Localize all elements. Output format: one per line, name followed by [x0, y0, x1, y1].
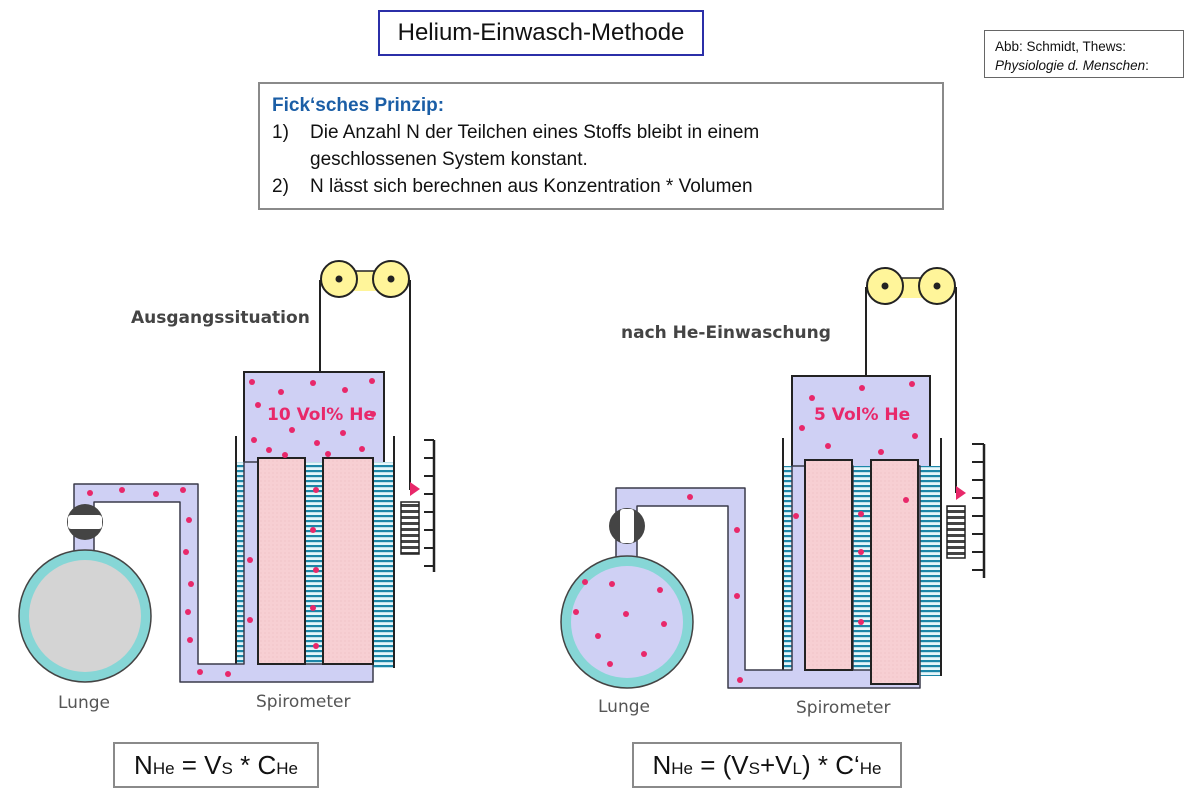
right-pulley-system [865, 267, 957, 493]
page-title: Helium-Einwasch-Methode [378, 10, 704, 56]
formula-subscript: S [748, 759, 760, 778]
left-pulley-1-axle [335, 275, 343, 283]
left-scale-pointer [410, 482, 420, 496]
right-concentration-label: 5 Vol% He [814, 405, 910, 425]
right-inner-cylinder-1 [804, 459, 853, 671]
left-concentration-label: 10 Vol% He [267, 405, 375, 425]
formula-symbol: N [652, 749, 672, 780]
fick-item-text: geschlossenen System konstant. [310, 149, 588, 170]
formula-symbol: = V [174, 749, 222, 780]
right-helium-particles [573, 381, 918, 683]
right-lung-label: Lunge [598, 697, 650, 717]
source-book-title: Physiologie d. Menschen [995, 58, 1146, 73]
right-spirometer-label: Spirometer [796, 698, 890, 718]
right-heading: nach He-Einwaschung [621, 323, 831, 343]
left-valve-open-bar [68, 515, 102, 529]
right-pulley-1-axle [881, 282, 889, 290]
fick-item-2: 2) N lässt sich berechnen aus Konzentrat… [272, 173, 930, 200]
left-scale [400, 439, 436, 572]
left-inner-cylinder-1-front [257, 457, 306, 665]
source-citation: Abb: Schmidt, Thews: Physiologie d. Mens… [984, 30, 1184, 78]
right-pulley-2-axle [933, 282, 941, 290]
right-counterweight [946, 505, 966, 559]
left-inner-cylinder-2-front [322, 457, 374, 665]
formula-symbol: * C [232, 749, 277, 780]
fick-item-text: N lässt sich berechnen aus Konzentration… [310, 176, 753, 197]
formula-subscript: S [221, 759, 233, 778]
left-pulley-system [319, 260, 411, 490]
formula-symbol: N [134, 749, 153, 780]
left-setup: Ausgangssituation [18, 260, 436, 713]
formula-subscript: He [671, 759, 693, 778]
source-suffix: : [1145, 58, 1149, 73]
fick-item-1: 1) Die Anzahl N der Teilchen eines Stoff… [272, 119, 930, 173]
formula-subscript: L [792, 759, 802, 778]
fick-item-number: 2) [272, 176, 289, 197]
left-counterweight [400, 501, 420, 555]
right-setup: nach He-Einwaschung [560, 267, 986, 718]
left-lung-label: Lunge [58, 693, 110, 713]
right-bell-gas [792, 376, 930, 466]
formula-subscript: He [152, 759, 175, 778]
left-helium-particles [87, 378, 376, 677]
right-scale [946, 443, 986, 578]
fick-title: Fick‘sches Prinzip: [272, 95, 445, 116]
right-valve-open-bar [620, 509, 634, 543]
fick-item-number: 1) [272, 122, 289, 143]
formula-symbol: +V [759, 749, 793, 780]
left-spirometer-label: Spirometer [256, 692, 350, 712]
left-lung-inner [29, 560, 141, 672]
source-line-1: Abb: Schmidt, Thews: [995, 39, 1127, 54]
right-inner-cylinder-2 [870, 459, 919, 685]
formula-symbol: ) * C‘ [801, 749, 860, 780]
fick-principle-box: Fick‘sches Prinzip: 1) Die Anzahl N der … [258, 82, 944, 210]
right-lung-inner [571, 566, 683, 678]
left-heading: Ausgangssituation [131, 308, 310, 328]
left-pulley-2-axle [387, 275, 395, 283]
fick-item-text: Die Anzahl N der Teilchen eines Stoffs b… [310, 122, 760, 143]
right-scale-pointer [956, 486, 966, 500]
source-line-2: Physiologie d. Menschen: [995, 56, 1173, 75]
formula-subscript: He [276, 759, 298, 778]
formula-symbol: = (V [693, 749, 749, 780]
left-bell-outline [243, 371, 385, 462]
right-bell-outline [791, 375, 931, 466]
formula-subscript: He [859, 759, 882, 778]
